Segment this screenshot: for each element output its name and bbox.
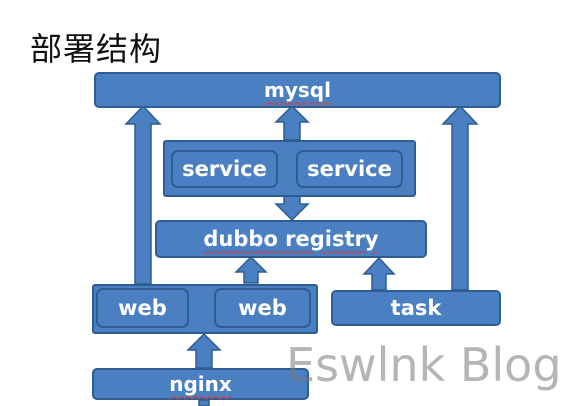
arrow-web-to-registry — [234, 255, 268, 284]
task-label: task — [390, 296, 442, 320]
arrow-task-to-registry — [362, 256, 396, 291]
nginx-box: nginx — [92, 368, 309, 400]
web-right-label: web — [238, 296, 287, 320]
dubbo-registry-box: dubbo registry — [155, 220, 427, 258]
service-box-left: service — [171, 150, 278, 188]
service-box-right: service — [296, 150, 403, 188]
arrow-nginx-to-web — [186, 332, 222, 369]
mysql-label: mysql — [264, 78, 331, 102]
web-box-left: web — [96, 288, 189, 328]
mysql-box: mysql — [94, 72, 501, 108]
task-box: task — [331, 290, 501, 326]
service-right-label: service — [307, 157, 392, 181]
arrow-task-to-mysql — [441, 104, 479, 291]
diagram-title: 部署结构 — [30, 30, 163, 68]
arrow-service-to-mysql — [274, 104, 310, 141]
watermark-text: Eswlnk Blog — [286, 338, 562, 392]
web-left-label: web — [118, 296, 167, 320]
arrow-web-to-mysql — [124, 104, 162, 285]
arrow-below-nginx — [198, 399, 210, 406]
web-box-right: web — [214, 288, 311, 328]
service-left-label: service — [182, 157, 267, 181]
dubbo-registry-label: dubbo registry — [203, 227, 379, 251]
nginx-label: nginx — [169, 372, 232, 396]
